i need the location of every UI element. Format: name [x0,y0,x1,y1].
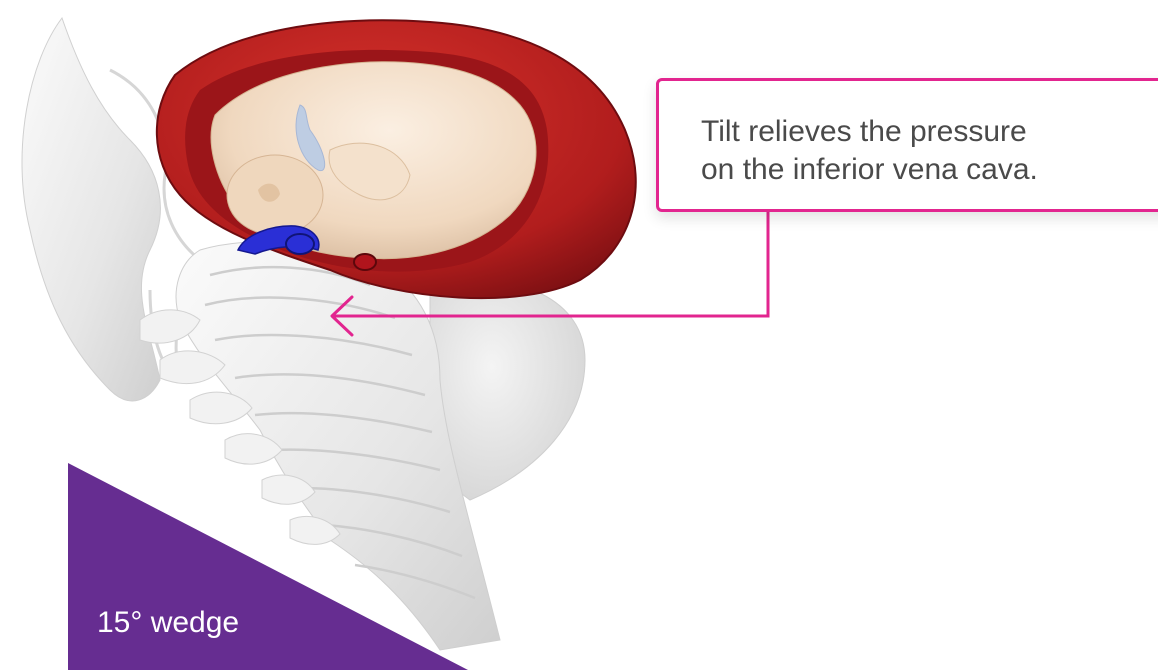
callout-text: Tilt relieves the pressure on the inferi… [701,113,1038,189]
callout-box: Tilt relieves the pressure on the inferi… [656,78,1158,212]
wedge-label: 15° wedge [97,606,239,640]
vena-cava-lumen [286,234,314,254]
aorta [354,254,376,270]
pelvis-bone [22,18,160,401]
